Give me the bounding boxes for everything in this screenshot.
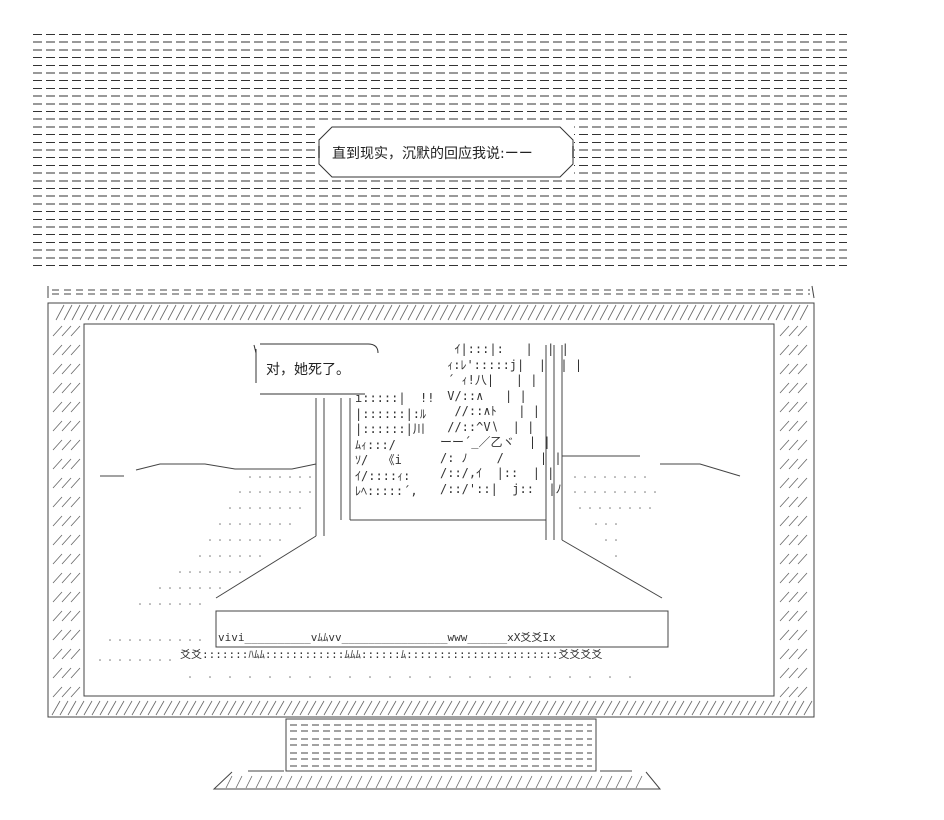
tv-screen <box>83 323 775 697</box>
speech-text: 对，她死了。 <box>266 362 350 378</box>
figure-col-line: |::::::|:ﾙ <box>355 406 427 421</box>
figure-line: ´ ｨ!八| | | <box>440 373 538 387</box>
tv-stand <box>212 718 662 790</box>
figure-col-line: ﾚﾍ:::::´, <box>355 484 418 498</box>
room-scene <box>100 345 741 648</box>
caption-text: 直到现实，沉默的回应我说:ーー <box>332 146 533 162</box>
tv-hatch-bottom <box>51 700 813 716</box>
caption-bubble: 直到现实，沉默的回应我说:ーー <box>318 126 574 178</box>
speech-bubble: 对，她死了。 <box>250 343 380 395</box>
figure-line: //::^V∖ | | <box>440 419 535 434</box>
figure-line: V/::∧ | | <box>440 388 527 403</box>
figure-line: ｲ|:::|: | | | <box>440 342 569 356</box>
speech-bubble-frame <box>253 343 379 395</box>
room-floor-dots <box>99 476 656 678</box>
figure-line: /::/'::| j:: |ﾉ <box>440 481 562 496</box>
figure-col-line: |::::::|川 <box>355 422 425 436</box>
tv-top-rule <box>52 289 810 295</box>
figure-col-line: ｿ/ 《i <box>355 453 402 467</box>
figure-right-column: ｲ|:::|: | | | ｨ:ﾚ':::::j| | | | ´ ｨ!八| |… <box>440 342 582 497</box>
figure-col-line: ｲ/::::ｨ: <box>355 468 411 483</box>
table-front-row-1: vivi__________vﾑﾑvv________________www__… <box>218 631 556 644</box>
tv-hatch-sides <box>52 325 808 698</box>
tv-hatch-top <box>55 304 809 321</box>
figure-col-line: ﾑｨ:::/ <box>355 437 396 452</box>
figure-line: /: ﾉ / | | <box>440 450 562 465</box>
caption-bubble-frame <box>318 126 574 178</box>
figure-line: ｨ:ﾚ':::::j| | | | <box>440 357 583 372</box>
figure-line: ーー´_／乙ヾ | | <box>440 435 551 449</box>
figure-line: /::/,ｲ |:: | | <box>440 466 555 480</box>
table-front-row-2: 爻爻:::::::ﾊﾑﾑ::::::::::::ﾑﾑﾑ::::::ﾑ::::::… <box>180 648 603 661</box>
figure-line: //::∧ﾄ | | <box>440 404 540 418</box>
tv-outer-frame <box>47 302 815 718</box>
